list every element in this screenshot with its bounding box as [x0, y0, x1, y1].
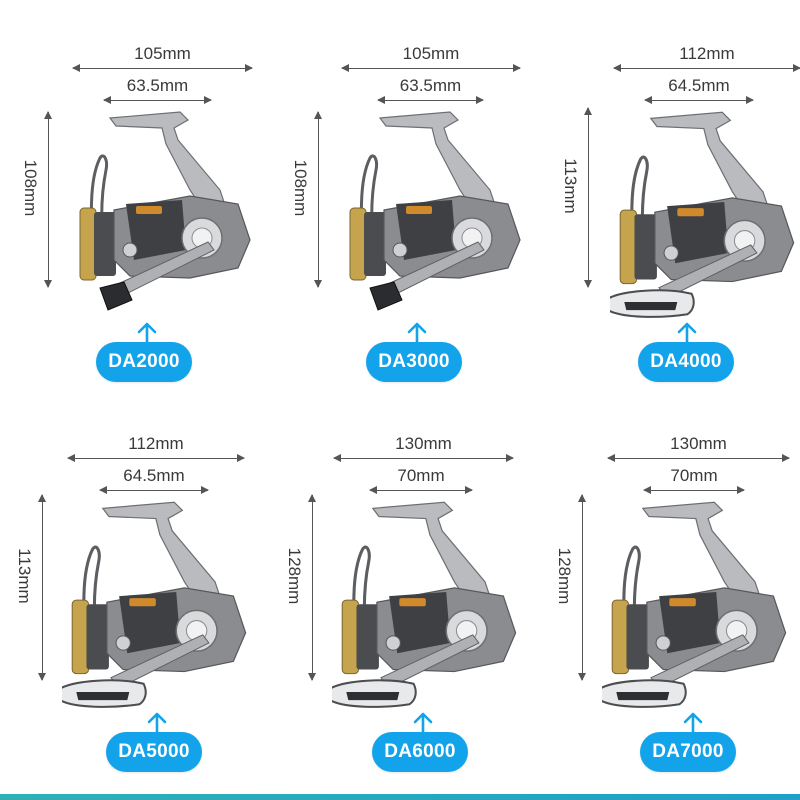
total-width-label: 130mm [670, 434, 727, 453]
model-name-badge: DA2000 [96, 342, 192, 382]
height-label: 128mm [285, 547, 304, 604]
arrow-right-icon [237, 454, 245, 462]
arrow-right-icon [476, 96, 484, 104]
arrow-up-icon [578, 494, 586, 502]
spool-width-label: 63.5mm [126, 76, 189, 95]
total-width-line [341, 64, 521, 72]
arrow-up-icon [584, 107, 592, 115]
reel-model-card: 105mm 63.5mm 108mm DA2000 [0, 0, 266, 400]
arrow-up-icon [308, 494, 316, 502]
arrow-left-icon [103, 96, 111, 104]
arrow-left-icon [72, 64, 80, 72]
arrow-right-icon [782, 454, 790, 462]
height-label: 128mm [555, 547, 574, 604]
arrow-right-icon [204, 96, 212, 104]
height-line [38, 494, 46, 681]
total-width-label: 112mm [679, 44, 735, 63]
reel-model-card: 112mm 64.5mm 113mm DA4000 [540, 0, 800, 400]
arrow-left-icon [341, 64, 349, 72]
spinning-reel-image [349, 111, 521, 311]
pointer-arrow-icon [683, 712, 703, 734]
pointer-arrow-icon [677, 322, 697, 344]
total-width-line [67, 454, 245, 462]
height-label: 108mm [21, 159, 40, 216]
arrow-down-icon [578, 673, 586, 681]
arrow-right-icon [465, 486, 473, 494]
total-width-line [607, 454, 790, 462]
arrow-left-icon [613, 64, 621, 72]
height-line [314, 111, 322, 288]
spool-width-line [369, 486, 473, 494]
total-width-line [613, 64, 800, 72]
arrow-right-icon [793, 64, 800, 72]
pointer-arrow-icon [147, 712, 167, 734]
height-line [584, 107, 592, 288]
spool-width-line [644, 96, 754, 104]
model-name-badge: DA5000 [106, 732, 202, 772]
height-label: 108mm [291, 159, 310, 216]
spool-width-line [643, 486, 745, 494]
spool-width-label: 63.5mm [399, 76, 462, 95]
arrow-left-icon [644, 96, 652, 104]
arrow-right-icon [201, 486, 209, 494]
reel-model-card: 130mm 70mm 128mm DA7000 [540, 390, 800, 790]
spinning-reel-image [602, 501, 787, 708]
arrow-down-icon [314, 280, 322, 288]
total-width-label: 105mm [134, 44, 191, 63]
total-width-label: 105mm [402, 44, 460, 63]
height-label: 113mm [15, 547, 34, 604]
spinning-reel-image [62, 501, 247, 708]
arrow-left-icon [369, 486, 377, 494]
spool-width-label: 64.5mm [123, 466, 185, 485]
model-name-badge: DA4000 [638, 342, 734, 382]
reel-model-card: 105mm 63.5mm 108mm DA3000 [270, 0, 536, 400]
total-width-line [333, 454, 514, 462]
reel-model-card: 130mm 70mm 128mm DA6000 [270, 390, 536, 790]
arrow-left-icon [607, 454, 615, 462]
model-name-badge: DA3000 [366, 342, 462, 382]
spool-width-label: 70mm [397, 466, 445, 485]
arrow-up-icon [38, 494, 46, 502]
spool-width-label: 64.5mm [668, 76, 730, 95]
spool-width-line [99, 486, 209, 494]
spinning-reel-image [610, 111, 795, 318]
pointer-arrow-icon [137, 322, 157, 344]
arrow-right-icon [746, 96, 754, 104]
height-label: 113mm [561, 157, 580, 214]
spool-width-line [103, 96, 212, 104]
reel-model-card: 112mm 64.5mm 113mm DA5000 [0, 390, 266, 790]
arrow-left-icon [333, 454, 341, 462]
spinning-reel-image [79, 111, 251, 311]
arrow-left-icon [377, 96, 385, 104]
arrow-left-icon [67, 454, 75, 462]
arrow-left-icon [99, 486, 107, 494]
pointer-arrow-icon [407, 322, 427, 344]
bottom-accent-band [0, 794, 800, 800]
arrow-down-icon [44, 280, 52, 288]
height-line [578, 494, 586, 681]
arrow-down-icon [308, 673, 316, 681]
total-width-line [72, 64, 253, 72]
total-width-label: 112mm [128, 434, 184, 453]
arrow-right-icon [513, 64, 521, 72]
spinning-reel-image [332, 501, 517, 708]
arrow-down-icon [584, 280, 592, 288]
model-name-badge: DA7000 [640, 732, 736, 772]
height-line [308, 494, 316, 681]
arrow-up-icon [44, 111, 52, 119]
arrow-left-icon [643, 486, 651, 494]
arrow-right-icon [506, 454, 514, 462]
spool-width-label: 70mm [670, 466, 718, 485]
height-line [44, 111, 52, 288]
pointer-arrow-icon [413, 712, 433, 734]
arrow-up-icon [314, 111, 322, 119]
model-name-badge: DA6000 [372, 732, 468, 772]
arrow-right-icon [245, 64, 253, 72]
total-width-label: 130mm [395, 434, 452, 453]
spool-width-line [377, 96, 484, 104]
arrow-right-icon [737, 486, 745, 494]
arrow-down-icon [38, 673, 46, 681]
